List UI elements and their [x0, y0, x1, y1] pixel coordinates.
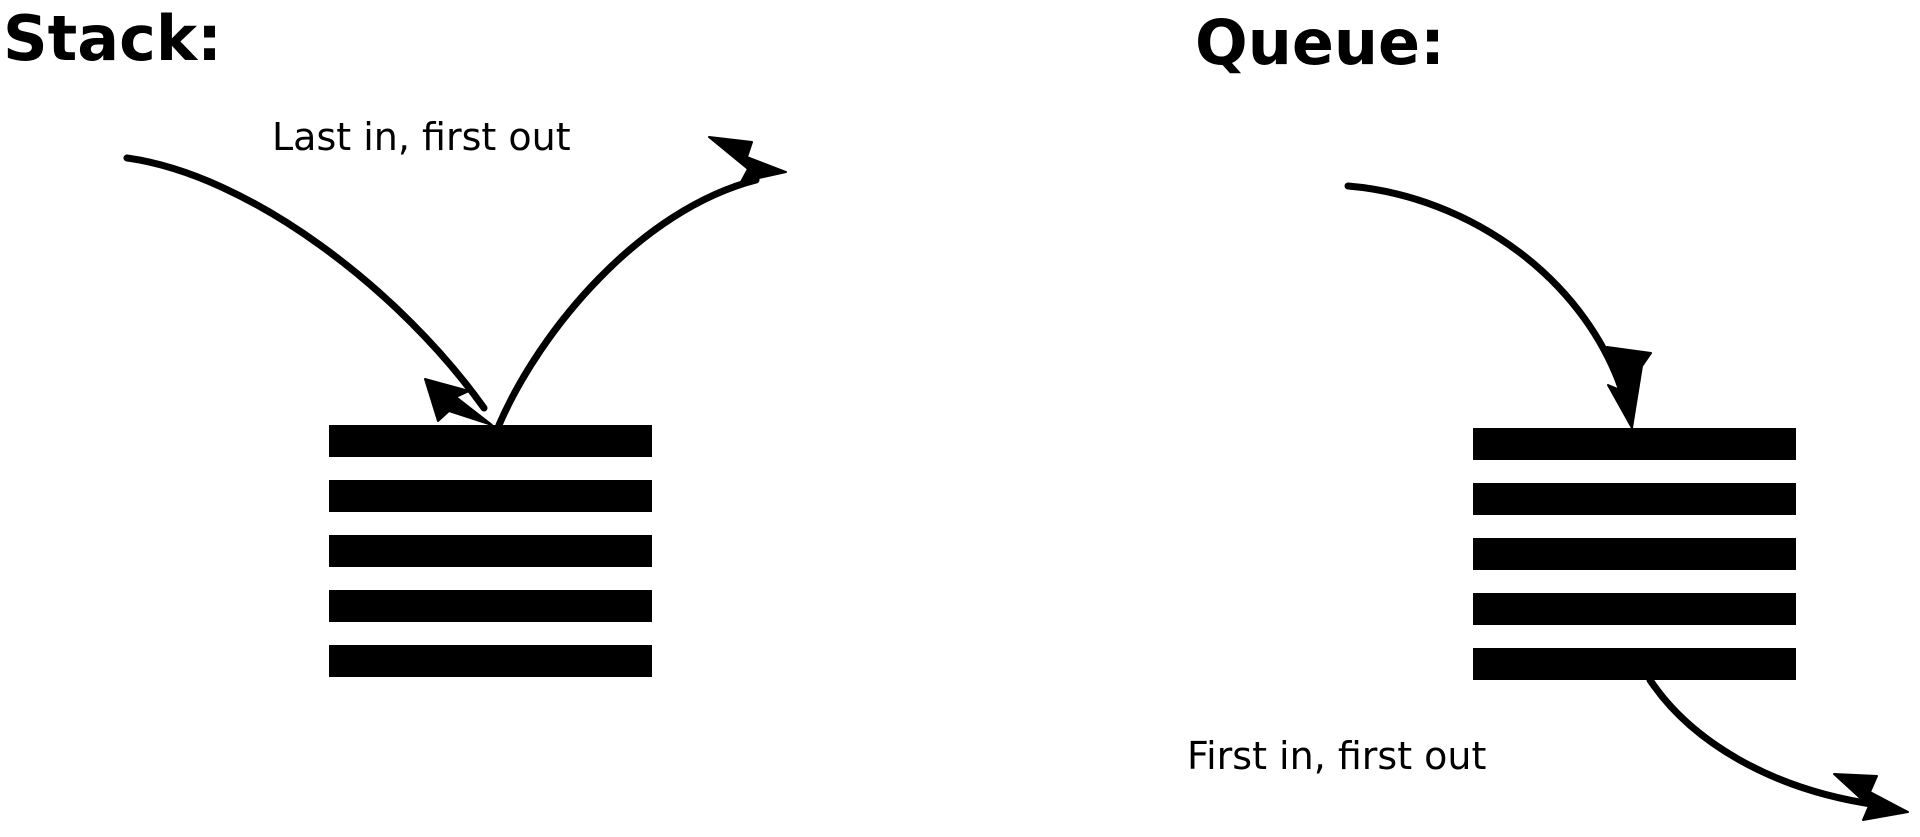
queue-bar-4 — [1473, 593, 1796, 625]
stack-bar-5 — [329, 645, 652, 677]
stack-bar-3 — [329, 535, 652, 567]
queue-bar-2 — [1473, 483, 1796, 515]
queue-bar-1 — [1473, 428, 1796, 460]
stack-bar-2 — [329, 480, 652, 512]
dequeue-arrow — [1646, 676, 1909, 821]
stack-caption: Last in, first out — [272, 115, 571, 159]
queue-heading: Queue: — [1195, 6, 1445, 79]
push-arrow — [123, 154, 493, 426]
queue-caption: First in, first out — [1187, 734, 1487, 778]
pop-arrow — [495, 136, 787, 429]
stack-heading: Stack: — [3, 2, 222, 75]
stack-bar-1 — [329, 425, 652, 457]
queue-bar-3 — [1473, 538, 1796, 570]
enqueue-arrow — [1344, 182, 1652, 429]
stack-bar-4 — [329, 590, 652, 622]
queue-bar-5 — [1473, 648, 1796, 680]
